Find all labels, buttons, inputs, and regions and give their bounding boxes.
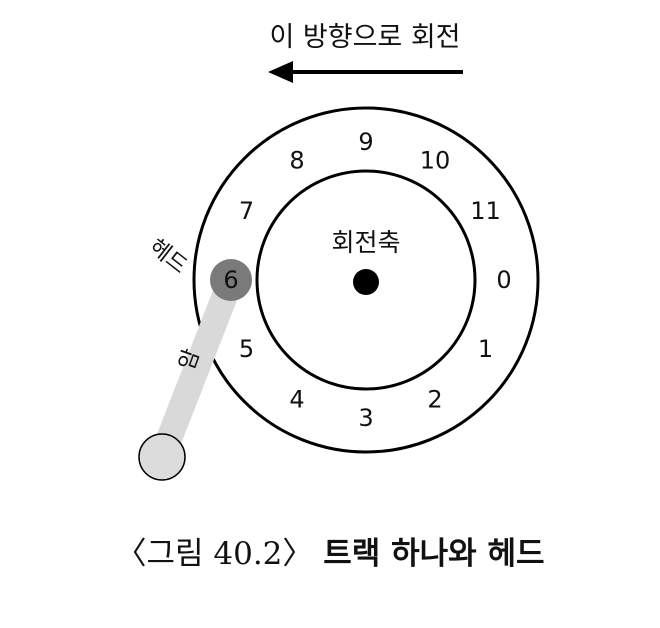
rotation-arrow-head	[268, 61, 293, 83]
sector-number-group: 0 1 2 3 4 5 6 7 8 9 10 11	[223, 128, 511, 432]
sector-number-11: 11	[470, 197, 501, 225]
sector-number-6: 6	[223, 266, 238, 294]
sector-number-2: 2	[427, 386, 442, 414]
sector-number-3: 3	[358, 404, 373, 432]
inner-track-circle	[255, 169, 477, 391]
sector-number-1: 1	[478, 335, 493, 363]
arm-end-circle	[138, 433, 186, 481]
sector-number-5: 5	[239, 335, 254, 363]
rotation-axis-dot	[353, 269, 379, 295]
sector-number-4: 4	[289, 386, 304, 414]
sector-number-9: 9	[358, 128, 373, 156]
figure-number: 〈그림 40.2〉	[115, 536, 314, 572]
arm-bar	[149, 267, 244, 470]
head-circle	[210, 259, 252, 301]
head-label: 헤드	[144, 235, 191, 280]
rotation-direction-label: 이 방향으로 회전	[269, 22, 460, 53]
outer-track-circle	[192, 106, 540, 454]
figure-title: 트랙 하나와 헤드	[323, 536, 545, 572]
rotation-axis-label: 회전축	[331, 228, 400, 257]
sector-number-10: 10	[420, 147, 451, 175]
sector-number-8: 8	[289, 147, 304, 175]
sector-number-0: 0	[496, 266, 511, 294]
figure-caption: 〈그림 40.2〉 트랙 하나와 헤드	[0, 528, 660, 573]
sector-number-7: 7	[239, 197, 254, 225]
